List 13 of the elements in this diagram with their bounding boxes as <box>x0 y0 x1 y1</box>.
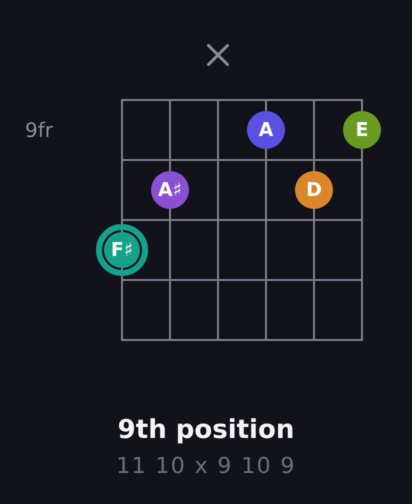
fret-sequence: 11 10 x 9 10 9 <box>116 453 296 481</box>
note-name: D <box>306 180 322 200</box>
note-dot <box>295 171 333 209</box>
note-name: F♯ <box>110 240 134 260</box>
start-fret-label: 9fr <box>25 118 53 142</box>
note-dot <box>343 111 381 149</box>
note-name: A♯ <box>158 180 182 200</box>
root-note-dot <box>96 224 148 276</box>
note-name: A <box>258 120 274 140</box>
note-name: E <box>356 120 368 140</box>
note-dot <box>151 171 189 209</box>
chord-title: 9th position <box>118 414 294 446</box>
note-dot <box>247 111 285 149</box>
